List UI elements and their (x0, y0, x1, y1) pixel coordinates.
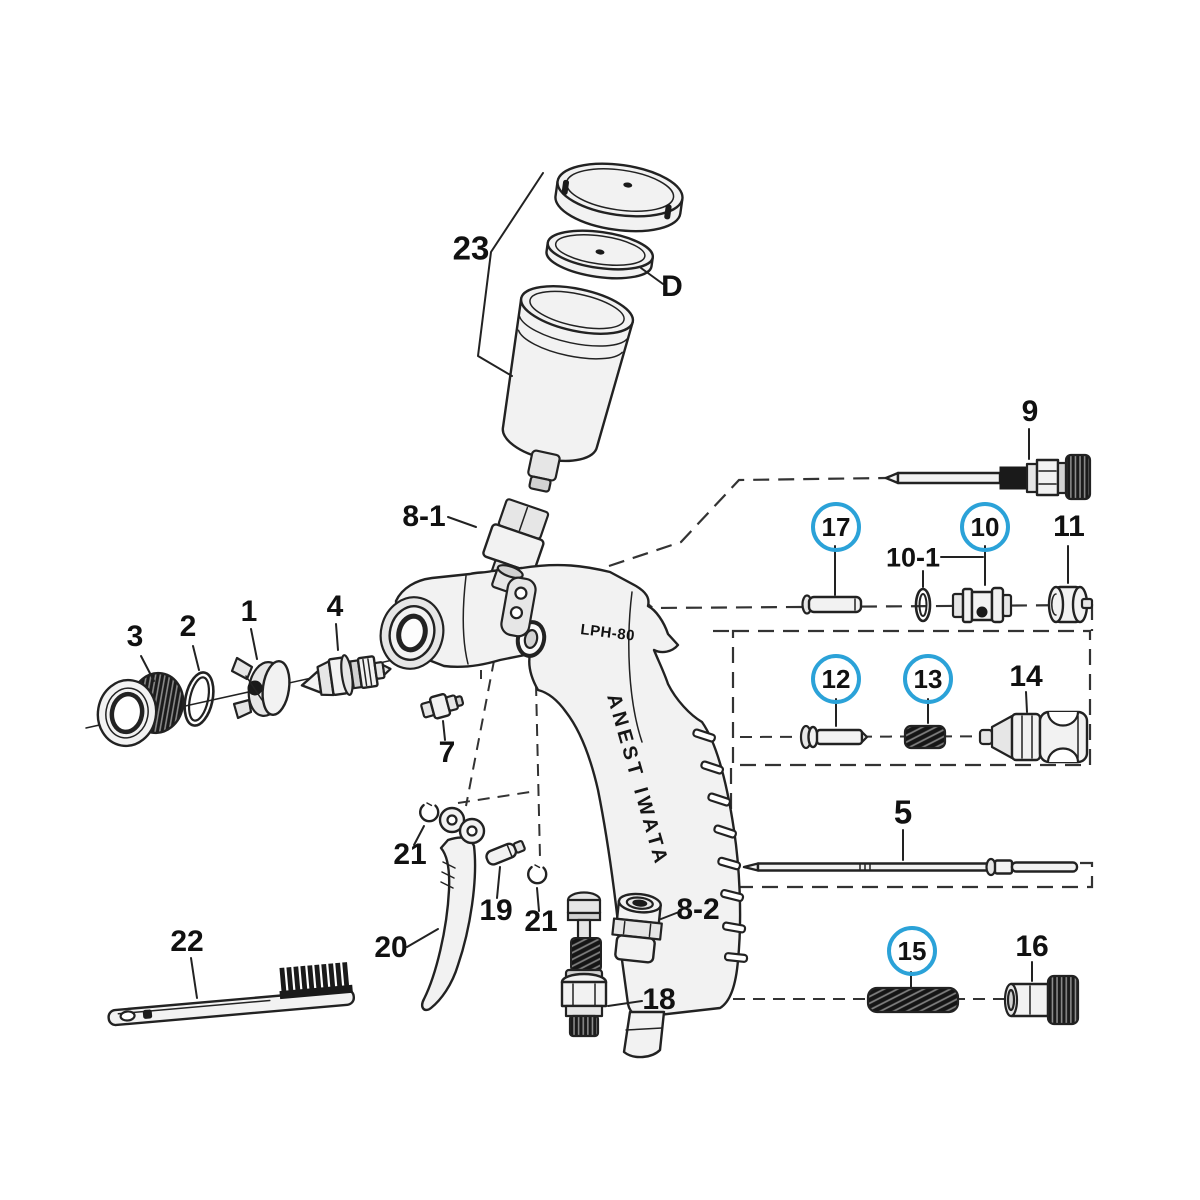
part-21-e-ring-lower (527, 864, 548, 885)
part-15-needle-spring (866, 986, 960, 1014)
part-label-7: 7 (438, 736, 456, 769)
part-2-o-ring (183, 671, 215, 727)
part-label-8-1: 8-1 (402, 500, 446, 533)
part-16-needle-adjust-screw (1003, 974, 1080, 1026)
part-label-5: 5 (893, 793, 913, 831)
part-label-20: 20 (374, 931, 408, 964)
part-13-valve-spring (903, 724, 947, 750)
part-label-21a: 21 (393, 838, 427, 871)
part-20-trigger (420, 806, 486, 1012)
part-11-valve-seat (1047, 585, 1094, 624)
part-label-18: 18 (642, 983, 676, 1016)
part-label-16: 16 (1015, 930, 1049, 963)
part-label-19: 19 (479, 894, 513, 927)
part-7-fitting (420, 693, 465, 720)
part-label-13-circled: 13 (903, 654, 953, 704)
part-9-needle-packing-set (884, 453, 1092, 501)
part-17-pin (801, 594, 863, 615)
part-label-23: 23 (452, 229, 490, 267)
part-label-3: 3 (126, 620, 144, 653)
part-12-valve-stem (799, 724, 869, 750)
model-text: LPH-80 (580, 621, 636, 645)
part-label-10-circled: 10 (960, 502, 1010, 552)
part-label-9: 9 (1021, 395, 1039, 428)
part-label-21b: 21 (524, 905, 558, 938)
gun-trigger-pivot-plate (500, 576, 537, 638)
part-5-fluid-needle (742, 857, 1079, 877)
part-1-air-cap (230, 656, 291, 720)
part-label-11: 11 (1053, 510, 1085, 543)
part-label-D: D (661, 270, 683, 303)
part-label-2: 2 (179, 610, 197, 643)
part-23-cup-body (501, 285, 635, 493)
brush-bristles (279, 962, 353, 1000)
part-18-air-valve-set (560, 891, 608, 1038)
part-label-1: 1 (240, 595, 258, 628)
part-19-trigger-stud (485, 840, 526, 866)
gun-body: LPH-80 ANEST IWATA (379, 563, 749, 1059)
part-label-15-circled: 15 (887, 926, 937, 976)
part-label-14: 14 (1009, 660, 1043, 693)
part-3-retaining-ring (96, 671, 185, 748)
part-14-fluid-adjust-knob (978, 710, 1089, 764)
part-23-cup-lid (554, 162, 684, 233)
part-label-10-1: 10-1 (885, 542, 941, 573)
part-21-e-ring-upper (419, 802, 440, 823)
part-10-air-valve (951, 586, 1013, 624)
part-8-2-joint (611, 892, 663, 964)
part-22-brush (107, 962, 356, 1027)
leader-lines (140, 172, 1069, 1007)
grip-serrations (692, 728, 749, 963)
part-10-1-o-ring (914, 587, 932, 623)
part-4-fluid-nozzle (300, 654, 392, 697)
part-label-12-circled: 12 (811, 654, 861, 704)
part-D-cup-lid-seal (545, 229, 655, 280)
part-label-17-circled: 17 (811, 502, 861, 552)
part-label-4: 4 (326, 590, 344, 623)
gun-muzzle-rings (379, 596, 445, 670)
gun-air-inlet-stub (622, 1010, 666, 1059)
part-label-8-2: 8-2 (676, 893, 720, 926)
part-label-22: 22 (170, 925, 204, 958)
